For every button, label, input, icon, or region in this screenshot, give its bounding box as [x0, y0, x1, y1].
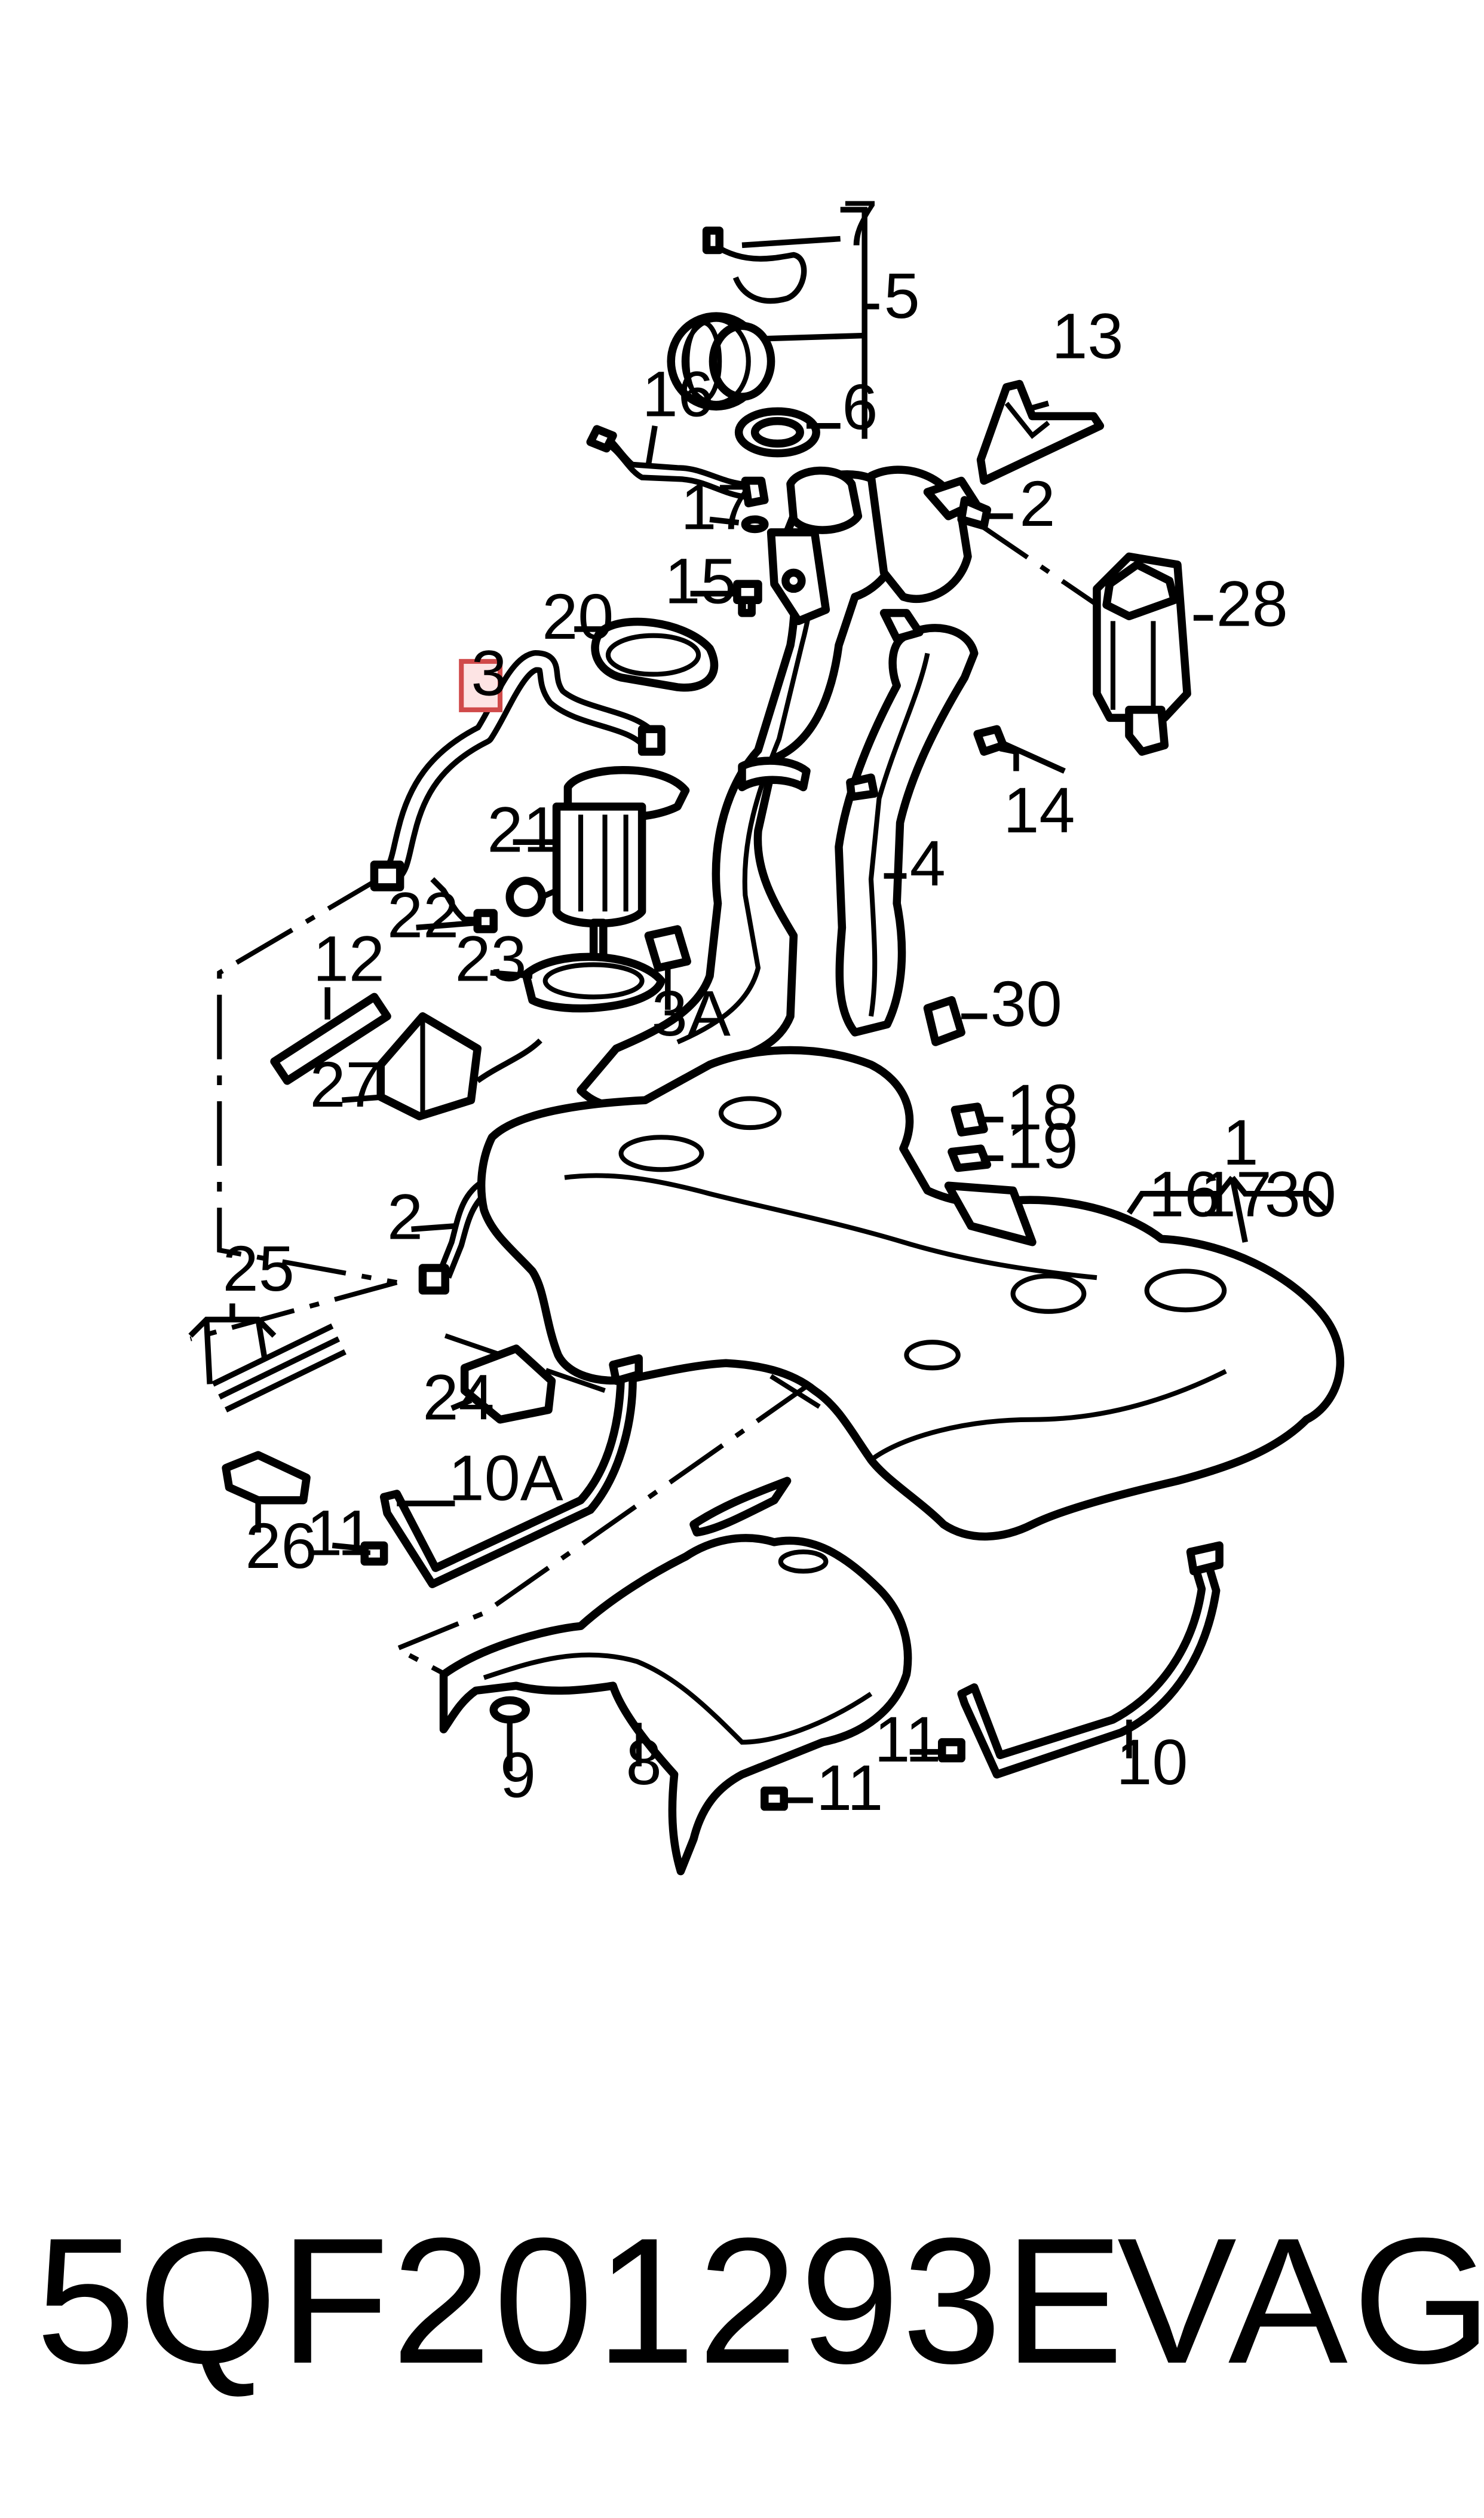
plugs-18-19-30	[923, 996, 992, 1172]
fuel-system-diagram: 7 5 6 13 16 17 2 15 28 20 3 14 21 4 22 2…	[188, 186, 1345, 1876]
fuel-line-3	[370, 650, 666, 892]
callout-11-center: 11	[816, 1751, 883, 1824]
callout-3: 3	[471, 637, 507, 709]
callout-10a: 10A	[449, 1442, 563, 1514]
callout-23: 23	[455, 922, 526, 994]
callout-6: 6	[842, 370, 878, 443]
callout-18: 18	[1007, 1071, 1078, 1143]
filler-cap	[667, 226, 820, 458]
strap-10	[957, 1541, 1224, 1779]
vent-valve-14	[973, 725, 1066, 774]
clip-26	[222, 1451, 311, 1505]
filler-neck	[577, 465, 980, 1111]
rod-12	[270, 993, 391, 1085]
rods-25	[211, 1323, 347, 1413]
connector-24	[460, 1344, 556, 1424]
callout-20: 20	[542, 580, 614, 653]
callout-13: 13	[1051, 299, 1123, 372]
callout-25: 25	[223, 1232, 295, 1304]
callout-2-lower: 2	[387, 1180, 423, 1252]
callout-3-highlight	[459, 658, 503, 712]
callout-17: 17	[680, 471, 752, 543]
leader-lines	[188, 207, 1328, 1803]
callout-1: 1	[1223, 1106, 1259, 1178]
bolt-15	[733, 580, 762, 617]
callout-12: 12	[313, 922, 385, 994]
fuel-pump-unit	[430, 617, 719, 1013]
charcoal-canister	[957, 496, 1191, 756]
callout-10: 10	[1116, 1726, 1188, 1798]
breather-line	[586, 425, 769, 534]
callout-11-left: 11	[306, 1497, 373, 1569]
callout-27: 27	[309, 1048, 381, 1120]
callout-22: 22	[387, 879, 459, 951]
fuel-tank	[477, 1046, 1345, 1541]
callout-3a: 3A	[652, 977, 731, 1049]
strap-10a	[379, 1354, 643, 1588]
callout-19: 19	[1007, 1110, 1078, 1182]
callout-24: 24	[422, 1361, 494, 1433]
callout-15: 15	[664, 545, 736, 617]
control-unit-27	[376, 1012, 542, 1120]
callout-labels: 7 5 6 13 16 17 2 15 28 20 3 14 21 4 22 2…	[223, 186, 1336, 1824]
callout-11-right: 11	[874, 1703, 941, 1775]
callout-28: 28	[1216, 567, 1288, 639]
callout-14: 14	[1003, 774, 1075, 846]
brand-label: VAG	[1117, 2200, 1484, 2401]
callout-4: 4	[910, 827, 946, 899]
callout-8: 8	[626, 1726, 662, 1798]
callout-21: 21	[487, 793, 559, 865]
heat-shield	[439, 1477, 912, 1876]
callout-5: 5	[884, 259, 920, 332]
vent-hose	[835, 609, 979, 1037]
bolts-11	[360, 1541, 965, 1811]
callout-17-tank: 17	[1200, 1158, 1272, 1230]
callout-16: 16	[642, 358, 714, 430]
callout-9: 9	[500, 1738, 536, 1811]
part-number: 5QF201293E	[36, 2200, 1126, 2401]
bracket-13	[976, 379, 1105, 485]
callout-7: 7	[842, 186, 878, 259]
callout-26: 26	[245, 1509, 317, 1582]
callout-30-tank: 30	[1265, 1158, 1336, 1230]
callout-30: 30	[991, 967, 1062, 1040]
callout-16-tank: 16	[1148, 1158, 1220, 1230]
callout-2-upper: 2	[1019, 467, 1055, 540]
